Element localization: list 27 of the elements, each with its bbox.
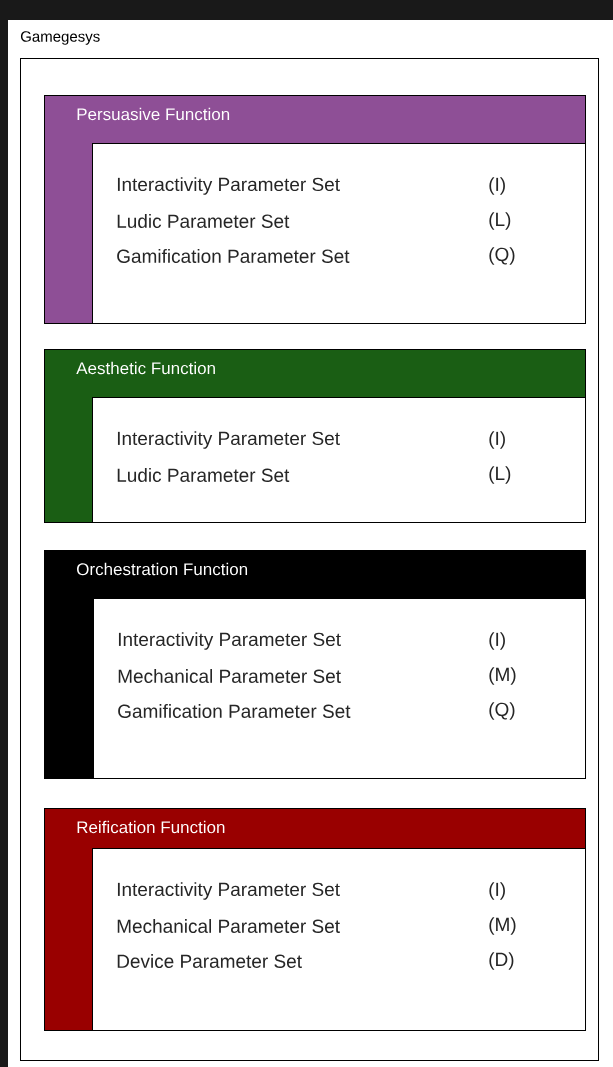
panel-title: Aesthetic Function	[76, 361, 215, 375]
parameter-name: Interactivity Parameter Set	[118, 632, 341, 650]
parameter-name: Interactivity Parameter Set	[117, 882, 340, 900]
parameter-code: (L)	[489, 466, 511, 484]
parameter-name: Interactivity Parameter Set	[117, 431, 340, 449]
parameter-name: Interactivity Parameter Set	[117, 177, 340, 195]
parameter-code: (I)	[489, 431, 505, 449]
parameter-code: (M)	[489, 667, 516, 685]
parameter-code: (D)	[489, 952, 514, 970]
parameter-code: (L)	[489, 212, 511, 230]
parameter-name: Ludic Parameter Set	[117, 214, 290, 228]
parameter-name: Ludic Parameter Set	[117, 468, 290, 482]
parameter-code: (I)	[489, 632, 505, 650]
parameter-code: (Q)	[489, 247, 515, 265]
panel-title: Reification Function	[77, 820, 225, 834]
parameter-code: (M)	[489, 917, 516, 935]
panel-title: Orchestration Function	[77, 562, 248, 576]
parameter-name: Device Parameter Set	[117, 954, 302, 968]
parameter-code: (I)	[489, 882, 505, 900]
panel-title: Persuasive Function	[77, 107, 230, 121]
parameter-code: (I)	[489, 177, 505, 195]
parameter-name: Mechanical Parameter Set	[117, 919, 340, 933]
parameter-name: Mechanical Parameter Set	[118, 669, 341, 683]
parameter-code: (Q)	[489, 702, 515, 720]
system-title: Gamegesys	[20, 31, 100, 45]
parameter-name: Gamification Parameter Set	[117, 249, 350, 263]
parameter-name: Gamification Parameter Set	[118, 704, 351, 718]
